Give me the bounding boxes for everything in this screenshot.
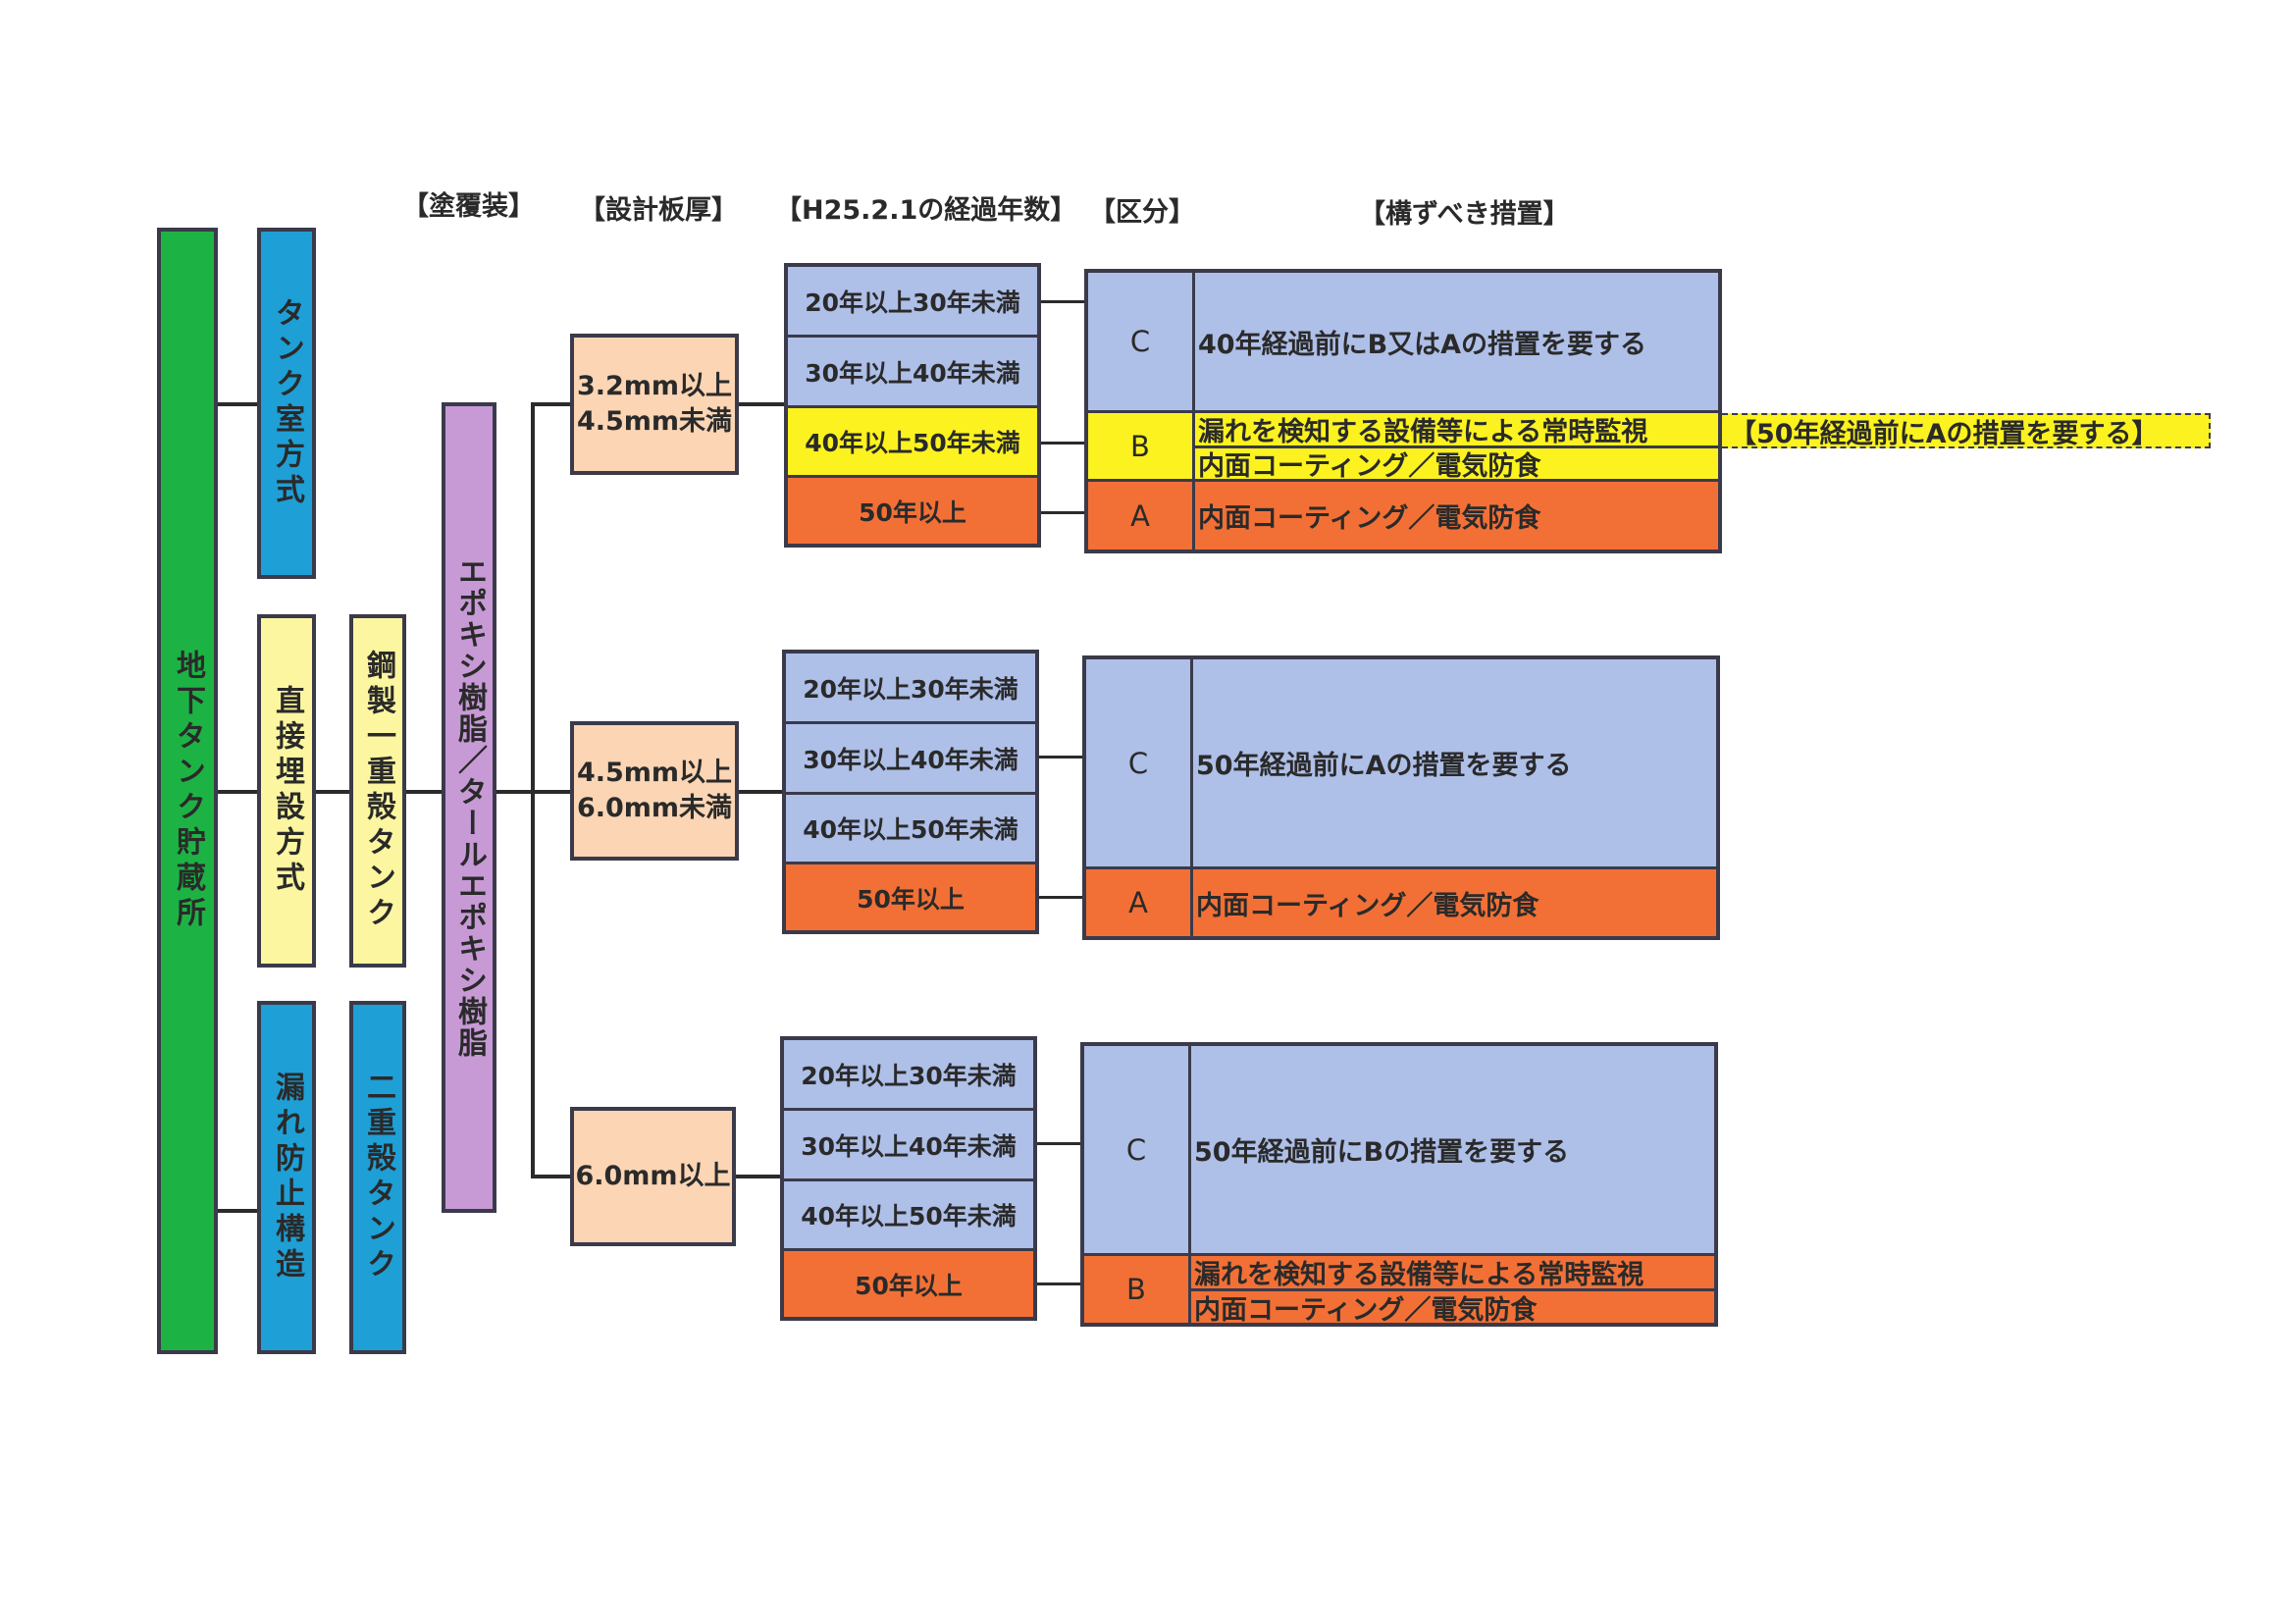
header-measure: 【構ずべき措置】 (1359, 199, 1570, 230)
years-column-1: 20年以上30年未満 30年以上40年未満 40年以上50年未満 50年以上 (784, 263, 1041, 548)
connector-g1-b (1041, 442, 1084, 445)
connector-direct-steel (316, 790, 349, 794)
connector-branch-2 (531, 790, 570, 794)
header-thickness: 【設計板厚】 (579, 195, 738, 226)
measure-text: 内面コーティング／電気防食 (1196, 890, 1539, 921)
class-letter: C (1125, 1132, 1147, 1167)
class-letter: A (1128, 886, 1148, 919)
epoxy-coating-box: エポキシ樹脂／タールエポキシ樹脂 (442, 402, 496, 1213)
epoxy-coating-label: エポキシ樹脂／タールエポキシ樹脂 (452, 556, 487, 1059)
measure-box-2: C A 50年経過前にAの措置を要する 内面コーティング／電気防食 (1082, 655, 1720, 940)
connector-root-tankroom (216, 402, 257, 406)
connector-branch-3 (531, 1175, 570, 1178)
measure-text: 40年経過前にB又はAの措置を要する (1198, 329, 1647, 360)
connector-branch-1 (531, 402, 570, 406)
connector-thickness2-years (739, 790, 784, 794)
connector-g1-a (1041, 511, 1084, 514)
years-cell: 50年以上 (788, 478, 1037, 544)
connector-thickness1-years (739, 402, 784, 406)
years-cell: 20年以上30年未満 (788, 267, 1037, 338)
steel-single-shell-box: 鋼製一重殻タンク (349, 614, 406, 968)
measure-2-divider (1086, 866, 1716, 869)
measure-2-class-divider (1086, 659, 1193, 936)
connector-g3-c (1037, 1142, 1080, 1145)
measure-1-divider (1192, 445, 1718, 448)
tank-room-box: タンク室方式 (257, 228, 316, 579)
measure-text: 50年経過前にBの措置を要する (1194, 1137, 1570, 1168)
measure-box-1: C B A 40年経過前にB又はAの措置を要する 漏れを検知する設備等による常時… (1084, 269, 1722, 553)
years-cell: 50年以上 (784, 1251, 1033, 1317)
years-cell: 40年以上50年未満 (786, 795, 1035, 864)
years-cell: 30年以上40年未満 (784, 1111, 1033, 1181)
measure-3-divider (1188, 1288, 1714, 1291)
measure-3-class-divider (1084, 1046, 1191, 1323)
tank-room-label: タンク室方式 (270, 297, 304, 509)
connector-g3-b (1037, 1283, 1080, 1285)
leak-prevention-box: 漏れ防止構造 (257, 1001, 316, 1354)
years-column-3: 20年以上30年未満 30年以上40年未満 40年以上50年未満 50年以上 (780, 1036, 1037, 1321)
root-storage-box: 地下タンク貯蔵所 (157, 228, 218, 1354)
connector-coating-branch (496, 790, 534, 794)
steel-single-shell-label: 鋼製一重殻タンク (361, 650, 395, 932)
measure-text: 内面コーティング／電気防食 (1198, 503, 1541, 534)
header-class: 【区分】 (1089, 197, 1195, 228)
connector-g2-c (1039, 756, 1082, 759)
thickness-box-1: 3.2mm以上 4.5mm未満 (570, 334, 739, 475)
measure-text: 漏れを検知する設備等による常時監視 (1198, 417, 1648, 447)
double-shell-label: 二重殻タンク (361, 1072, 395, 1283)
measure-text: 内面コーティング／電気防食 (1198, 451, 1541, 482)
thickness-3-line-1: 6.0mm以上 (575, 1161, 731, 1191)
years-cell: 20年以上30年未満 (786, 654, 1035, 724)
header-coating: 【塗覆装】 (402, 191, 535, 222)
direct-burial-label: 直接埋設方式 (270, 685, 304, 897)
thickness-2-line-2: 6.0mm未満 (576, 793, 733, 823)
class-letter: B (1126, 1273, 1146, 1306)
note-box: 【50年経過前にAの措置を要する】 (1722, 413, 2211, 449)
measure-box-3: C B 50年経過前にBの措置を要する 漏れを検知する設備等による常時監視 内面… (1080, 1042, 1718, 1327)
years-cell: 40年以上50年未満 (784, 1181, 1033, 1251)
measure-3-divider (1084, 1253, 1714, 1256)
connector-thickness3-years (736, 1175, 783, 1178)
years-cell: 20年以上30年未満 (784, 1040, 1033, 1111)
years-cell: 30年以上40年未満 (788, 338, 1037, 408)
direct-burial-box: 直接埋設方式 (257, 614, 316, 968)
years-cell: 50年以上 (786, 864, 1035, 930)
thickness-2-line-1: 4.5mm以上 (576, 758, 733, 788)
connector-root-leak (216, 1209, 257, 1213)
measure-1-divider (1088, 410, 1718, 413)
header-years: 【H25.2.1の経過年数】 (775, 195, 1077, 226)
class-letter: C (1129, 325, 1151, 358)
leak-prevention-label: 漏れ防止構造 (270, 1072, 304, 1283)
class-letter: B (1130, 429, 1150, 463)
connector-steel-coating (406, 790, 442, 794)
years-column-2: 20年以上30年未満 30年以上40年未満 40年以上50年未満 50年以上 (782, 650, 1039, 934)
connector-g2-a (1039, 896, 1082, 899)
class-letter: A (1130, 498, 1150, 533)
double-shell-box: 二重殻タンク (349, 1001, 406, 1354)
measure-1-divider (1088, 479, 1718, 482)
note-text: 【50年経過前にAの措置を要する】 (1730, 418, 2159, 449)
thickness-box-3: 6.0mm以上 (570, 1107, 736, 1246)
years-cell: 30年以上40年未満 (786, 724, 1035, 795)
connector-g1-c (1041, 300, 1084, 303)
class-letter: C (1127, 746, 1149, 780)
measure-text: 漏れを検知する設備等による常時監視 (1194, 1260, 1644, 1290)
measure-text: 50年経過前にAの措置を要する (1196, 751, 1572, 781)
thickness-1-line-1: 3.2mm以上 (576, 371, 733, 401)
root-storage-label: 地下タンク貯蔵所 (171, 650, 205, 932)
connector-root-direct (216, 790, 257, 794)
measure-text: 内面コーティング／電気防食 (1194, 1294, 1538, 1326)
years-cell: 40年以上50年未満 (788, 408, 1037, 478)
thickness-1-line-2: 4.5mm未満 (576, 406, 733, 437)
thickness-box-2: 4.5mm以上 6.0mm未満 (570, 721, 739, 861)
